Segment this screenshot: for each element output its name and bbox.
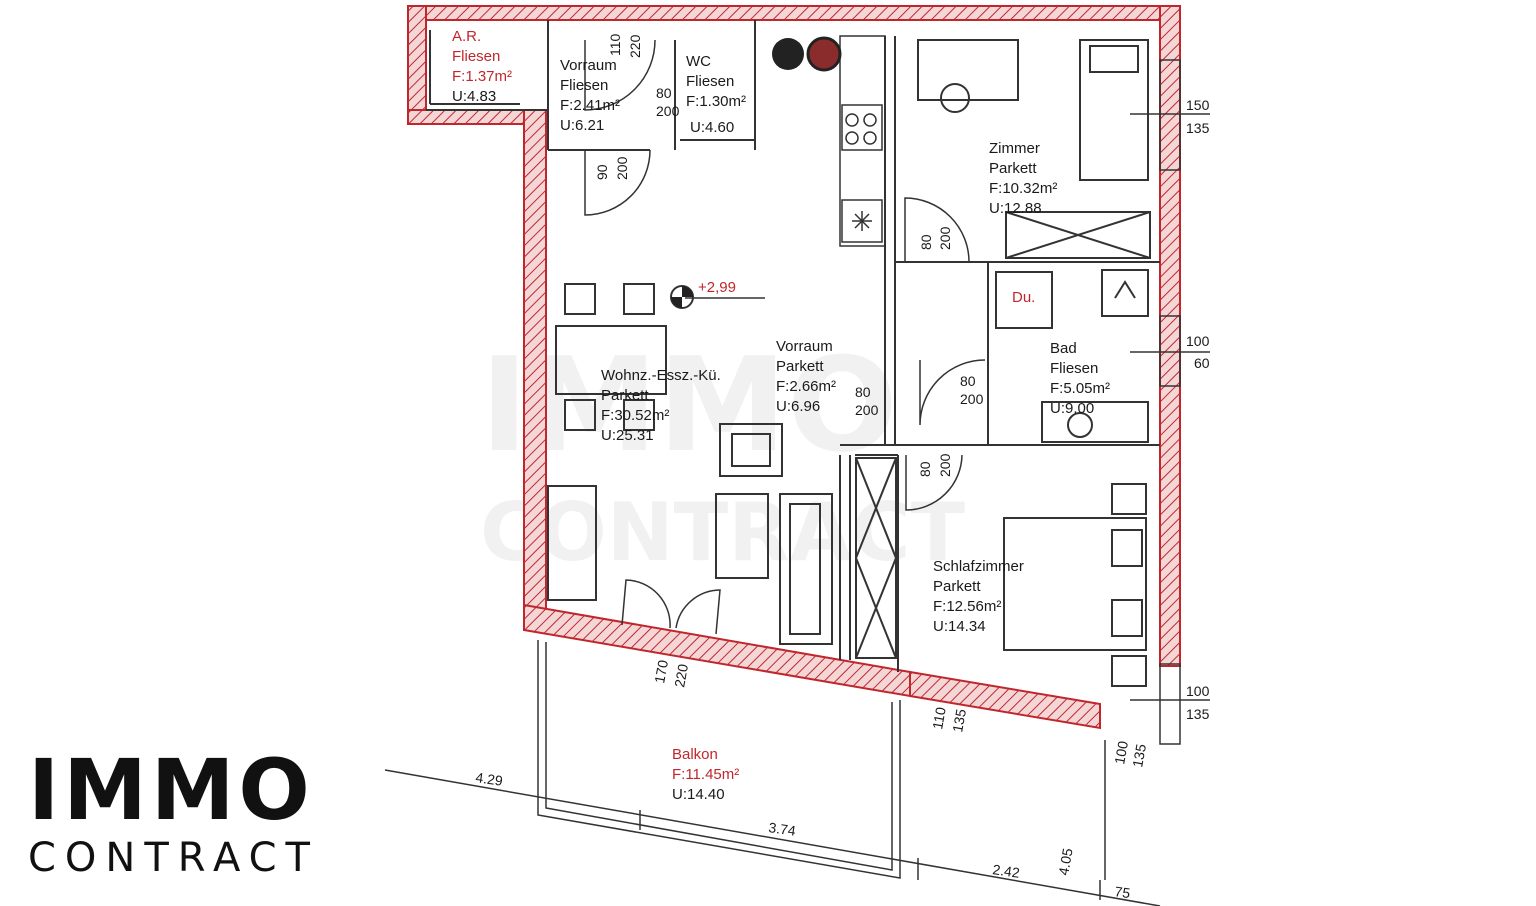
vorraum1-perimeter: U:6.21 bbox=[560, 117, 604, 134]
water-heater bbox=[772, 36, 842, 72]
dim-w135a: 135 bbox=[1186, 120, 1210, 136]
wc-floor: Fliesen bbox=[686, 73, 734, 90]
logo-main: IMMO bbox=[28, 741, 314, 839]
zimmer-area: F:10.32m² bbox=[989, 180, 1057, 197]
shower-label: Du. bbox=[1012, 289, 1035, 306]
watermark-contract: CONTRACT bbox=[480, 486, 965, 579]
level-label: +2,99 bbox=[698, 279, 736, 296]
wohnen-floor: Parkett bbox=[601, 387, 649, 404]
balcony-outline bbox=[537, 640, 901, 879]
dim-220b: 220 bbox=[671, 663, 691, 689]
ar-perimeter: U:4.83 bbox=[452, 88, 496, 105]
logo-sub: CONTRACT bbox=[28, 835, 319, 881]
wohnen-area: F:30.52m² bbox=[601, 407, 669, 424]
schlafzimmer-area: F:12.56m² bbox=[933, 598, 1001, 615]
dim-w100a: 100 bbox=[1186, 333, 1210, 349]
dim-170: 170 bbox=[651, 659, 671, 685]
zimmer-perimeter: U:12.88 bbox=[989, 200, 1042, 217]
vorraum2-floor: Parkett bbox=[776, 358, 824, 375]
balkon-area: F:11.45m² bbox=[672, 766, 739, 783]
company-logo: IMMO CONTRACT bbox=[28, 745, 368, 881]
dim-80a: 80 bbox=[656, 85, 672, 101]
windows bbox=[1159, 59, 1181, 745]
dim-110: 110 bbox=[607, 33, 623, 56]
watermark-immo: IMMO bbox=[480, 329, 898, 481]
zimmer-name: Zimmer bbox=[989, 140, 1040, 157]
balkon-name: Balkon bbox=[672, 746, 718, 763]
outer-walls bbox=[407, 5, 1181, 730]
wc-area: F:1.30m² bbox=[686, 93, 746, 110]
bad-name: Bad bbox=[1050, 340, 1077, 357]
ar-area: F:1.37m² bbox=[452, 68, 512, 85]
dim-200c: 200 bbox=[937, 226, 953, 250]
bad-floor: Fliesen bbox=[1050, 360, 1098, 377]
schlafzimmer-name: Schlafzimmer bbox=[933, 558, 1024, 575]
ar-name: A.R. bbox=[452, 28, 481, 45]
dim-200d: 200 bbox=[855, 402, 879, 418]
bad-area: F:5.05m² bbox=[1050, 380, 1110, 397]
dim-3-74: 3.74 bbox=[768, 819, 797, 839]
zimmer-furniture bbox=[917, 39, 1151, 259]
bad-perimeter: U:9.00 bbox=[1050, 400, 1094, 417]
wohnen-perimeter: U:25.31 bbox=[601, 427, 654, 444]
dim-w60: 60 bbox=[1194, 355, 1210, 371]
dim-2-42: 2.42 bbox=[992, 861, 1021, 881]
dim-200b: 200 bbox=[614, 156, 630, 180]
living-furniture bbox=[547, 423, 833, 645]
dim-4-29: 4.29 bbox=[475, 769, 504, 789]
vorraum2-name: Vorraum bbox=[776, 338, 833, 355]
dim-80b: 80 bbox=[918, 234, 934, 250]
dim-135d: 135 bbox=[1129, 743, 1149, 769]
dimension-lines bbox=[384, 113, 1210, 906]
vorraum2-perimeter: U:6.96 bbox=[776, 398, 820, 415]
wc-perimeter: U:4.60 bbox=[690, 119, 734, 136]
vorraum2-area: F:2.66m² bbox=[776, 378, 836, 395]
dim-110b: 110 bbox=[929, 706, 949, 731]
vorraum1-area: F:2.41m² bbox=[560, 97, 620, 114]
door-swings bbox=[584, 39, 986, 635]
dim-w135b: 135 bbox=[1186, 706, 1210, 722]
dim-4-05: 4.05 bbox=[1055, 847, 1076, 877]
dim-w150: 150 bbox=[1186, 97, 1210, 113]
bedroom-furniture bbox=[855, 457, 1147, 687]
balkon-perimeter: U:14.40 bbox=[672, 786, 725, 803]
dim-100c: 100 bbox=[1111, 740, 1131, 766]
dim-90: 90 bbox=[594, 164, 610, 180]
dim-80e: 80 bbox=[917, 461, 933, 477]
schlafzimmer-perimeter: U:14.34 bbox=[933, 618, 986, 635]
wohnen-name: Wohnz.-Essz.-Kü. bbox=[601, 367, 721, 384]
dim-80d: 80 bbox=[960, 373, 976, 389]
dining-set bbox=[555, 283, 667, 431]
kitchen-counter bbox=[839, 35, 886, 247]
dim-200f: 200 bbox=[937, 453, 953, 477]
ar-floor: Fliesen bbox=[452, 48, 500, 65]
zimmer-floor: Parkett bbox=[989, 160, 1037, 177]
dim-80c: 80 bbox=[855, 384, 871, 400]
dim-135c: 135 bbox=[949, 708, 969, 734]
dim-75: 75 bbox=[1114, 883, 1132, 901]
wc-name: WC bbox=[686, 53, 711, 70]
dim-200a: 200 bbox=[656, 103, 680, 119]
vorraum1-name: Vorraum bbox=[560, 57, 617, 74]
schlafzimmer-floor: Parkett bbox=[933, 578, 981, 595]
level-marker bbox=[670, 285, 694, 309]
dim-220: 220 bbox=[627, 34, 643, 58]
dim-200e: 200 bbox=[960, 391, 984, 407]
bath-furniture bbox=[995, 269, 1149, 443]
dim-w100b: 100 bbox=[1186, 683, 1210, 699]
vorraum1-floor: Fliesen bbox=[560, 77, 608, 94]
